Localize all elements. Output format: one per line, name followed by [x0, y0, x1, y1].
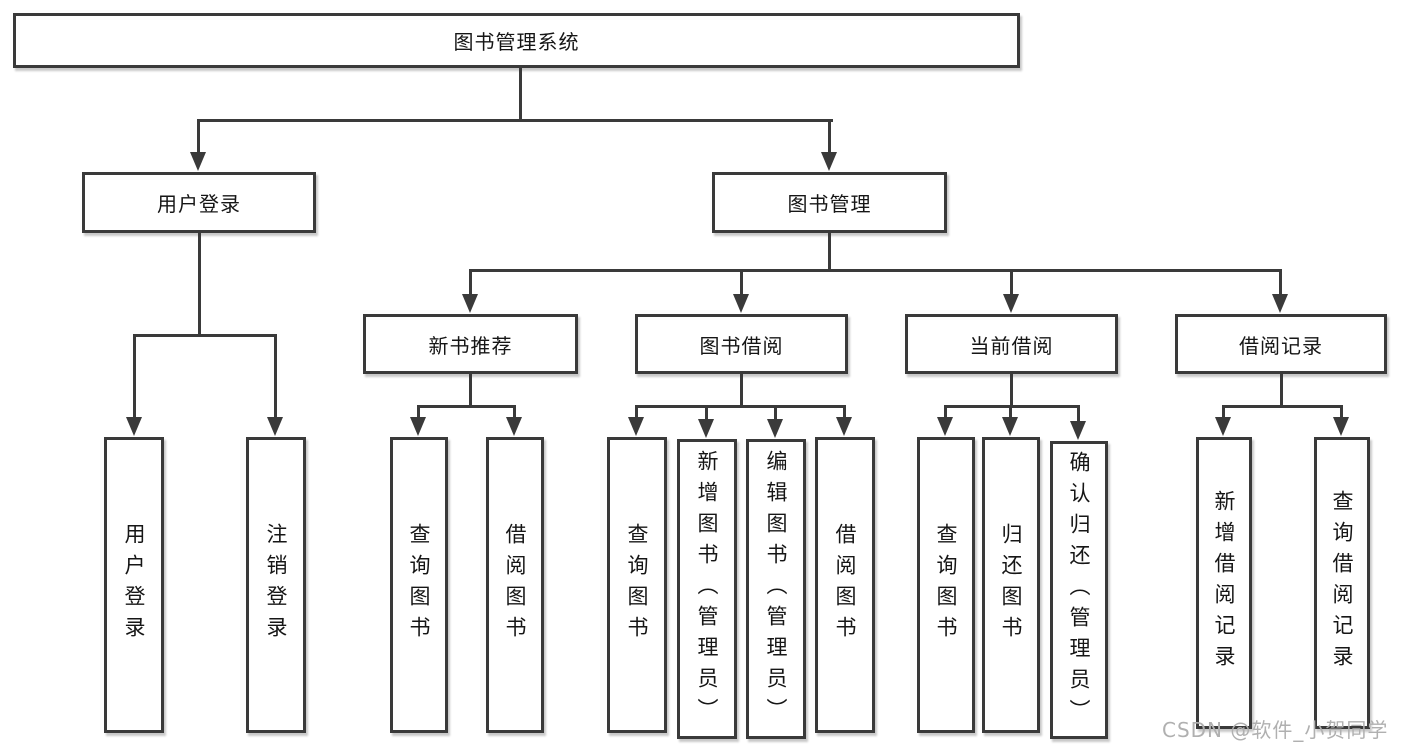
- arrow-down-icon: [1070, 405, 1086, 440]
- arrow-down-icon: [267, 334, 283, 436]
- node-label: 查询图书: [625, 523, 650, 647]
- node-label: 新增图书（管理员）: [695, 449, 720, 729]
- leaf-borrow-books: 借阅图书: [486, 437, 544, 733]
- leaf-query-books: 查询图书: [390, 437, 448, 733]
- leaf-edit-book-admin: 编辑图书（管理员）: [746, 439, 806, 739]
- arrow-down-icon: [1272, 269, 1288, 313]
- arrow-down-icon: [733, 269, 749, 313]
- node-label: 查询图书: [934, 523, 959, 647]
- connector-hline: [197, 119, 833, 122]
- connector-vline: [519, 68, 522, 119]
- connector-hline: [636, 405, 845, 408]
- arrow-down-icon: [1333, 405, 1349, 436]
- arrow-down-icon: [628, 405, 644, 436]
- leaf-user-login: 用户登录: [104, 437, 164, 733]
- node-library-management-system: 图书管理系统: [13, 13, 1020, 68]
- watermark: CSDN @软件_小贺同学: [1162, 718, 1389, 742]
- node-label: 归还图书: [999, 523, 1024, 647]
- node-label: 编辑图书（管理员）: [764, 449, 789, 729]
- node-borrowing-records: 借阅记录: [1175, 314, 1387, 374]
- node-current-borrowing: 当前借阅: [905, 314, 1118, 374]
- node-label: 注销登录: [264, 523, 289, 647]
- leaf-return-books: 归还图书: [982, 437, 1040, 733]
- connector-hline: [1223, 405, 1343, 408]
- node-label: 用户登录: [157, 192, 241, 216]
- arrow-down-icon: [462, 269, 478, 313]
- arrow-down-icon: [1002, 405, 1018, 436]
- node-label: 用户登录: [122, 523, 147, 647]
- leaf-query-books: 查询图书: [917, 437, 975, 733]
- leaf-add-book-admin: 新增图书（管理员）: [677, 439, 737, 739]
- connector-vline: [1010, 374, 1013, 407]
- arrow-down-icon: [1215, 405, 1231, 436]
- connector-vline: [1280, 374, 1283, 407]
- arrow-down-icon: [506, 405, 522, 436]
- node-label: 查询图书: [407, 523, 432, 647]
- node-new-book-recommend: 新书推荐: [363, 314, 578, 374]
- connector-hline: [469, 269, 1282, 272]
- arrow-down-icon: [937, 405, 953, 436]
- node-user-login: 用户登录: [82, 172, 316, 233]
- node-label: 借阅图书: [503, 523, 528, 647]
- node-label: 图书管理: [787, 192, 872, 216]
- connector-vline: [740, 374, 743, 407]
- connector-vline: [828, 233, 831, 272]
- arrow-down-icon: [410, 405, 426, 436]
- connector-vline: [198, 233, 201, 336]
- node-label: 新书推荐: [428, 333, 513, 358]
- leaf-query-borrow-record: 查询借阅记录: [1314, 437, 1370, 729]
- arrow-down-icon: [126, 334, 142, 436]
- node-label: 确认归还（管理员）: [1067, 450, 1092, 730]
- node-label: 借阅记录: [1239, 333, 1323, 358]
- leaf-confirm-return-admin: 确认归还（管理员）: [1050, 441, 1108, 739]
- leaf-borrow-books: 借阅图书: [815, 437, 875, 733]
- node-book-management: 图书管理: [712, 172, 947, 233]
- arrow-down-icon: [821, 119, 837, 171]
- connector-hline: [133, 334, 276, 337]
- arrow-down-icon: [767, 405, 783, 438]
- arrow-down-icon: [190, 119, 206, 171]
- node-label: 图书管理系统: [453, 30, 580, 54]
- node-book-borrowing: 图书借阅: [635, 314, 848, 374]
- arrow-down-icon: [1003, 269, 1019, 313]
- node-label: 查询借阅记录: [1330, 490, 1355, 676]
- node-label: 借阅图书: [833, 523, 858, 647]
- arrow-down-icon: [836, 405, 852, 436]
- arrow-down-icon: [698, 405, 714, 438]
- connector-hline: [945, 405, 1080, 408]
- node-label: 当前借阅: [969, 333, 1054, 358]
- connector-hline: [418, 405, 516, 408]
- leaf-add-borrow-record: 新增借阅记录: [1196, 437, 1252, 729]
- connector-vline: [469, 374, 472, 407]
- node-label: 图书借阅: [699, 333, 784, 358]
- node-label: 新增借阅记录: [1212, 490, 1237, 676]
- leaf-logout: 注销登录: [246, 437, 306, 733]
- leaf-query-books: 查询图书: [607, 437, 667, 733]
